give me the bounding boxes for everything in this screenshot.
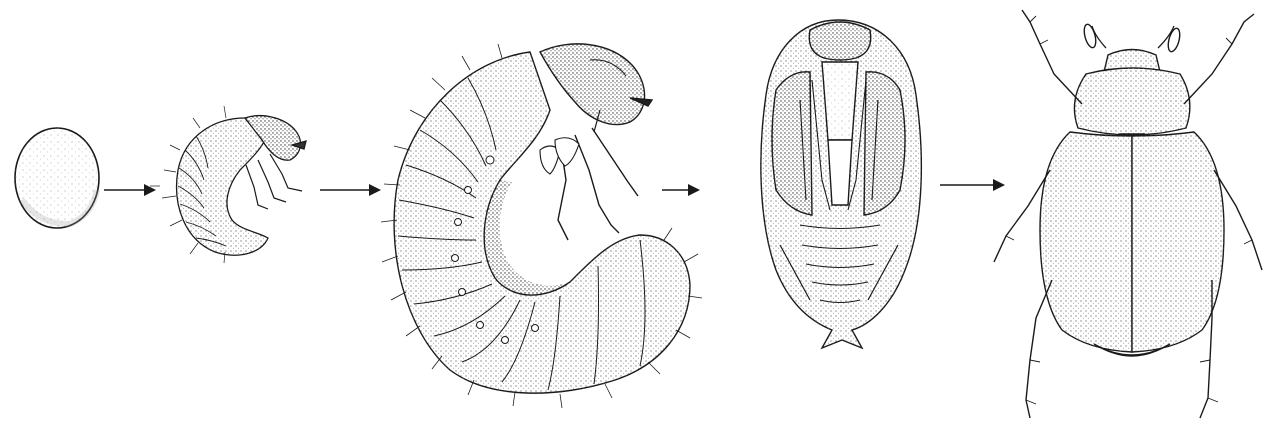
arrow-pupa-to-adult [940, 179, 1005, 191]
beetle-icon [994, 10, 1262, 418]
grub-icon [381, 44, 702, 408]
young-larva-icon [150, 106, 306, 263]
egg-icon [15, 128, 99, 228]
pupa-icon [761, 20, 921, 348]
arrow-grub-to-pupa [662, 184, 700, 196]
arrow-larva-to-grub [320, 184, 381, 196]
arrow-egg-to-larva [104, 184, 156, 196]
